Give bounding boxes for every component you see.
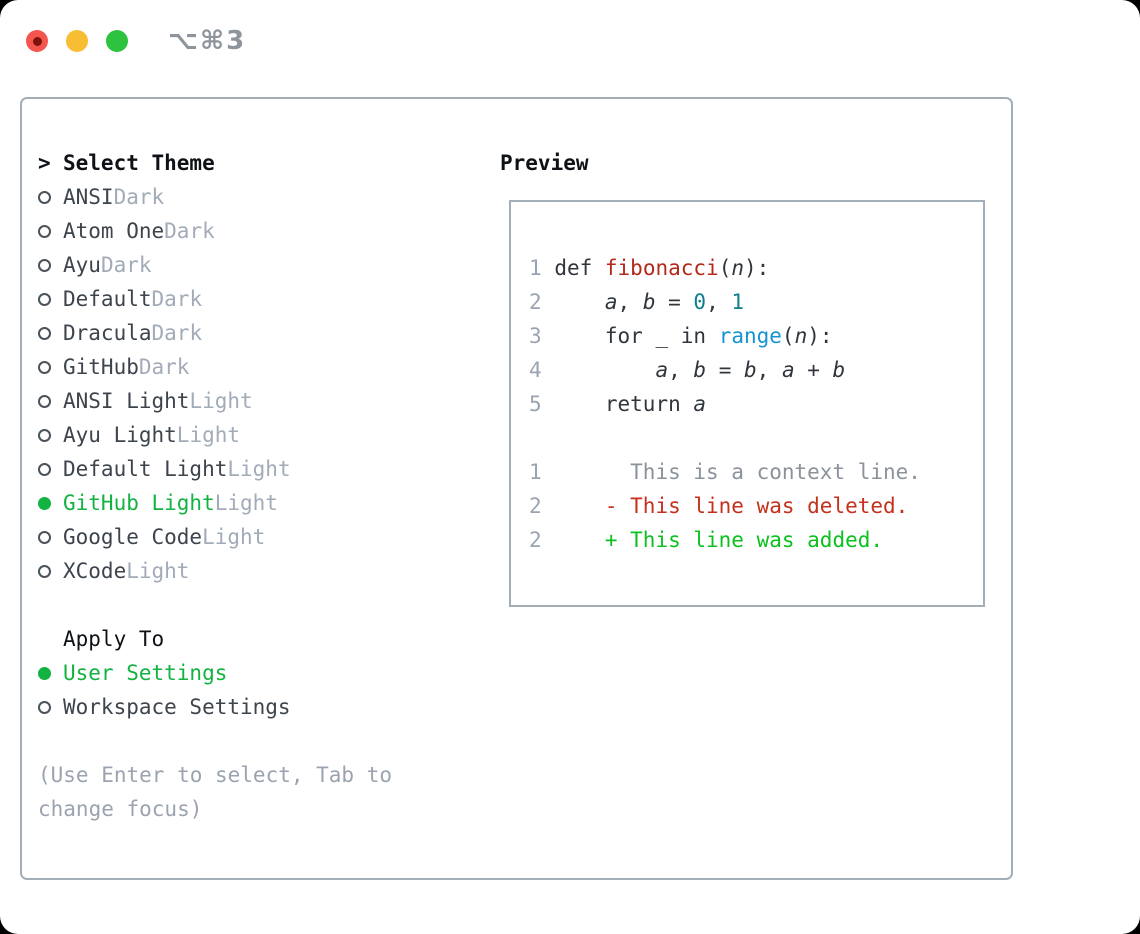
theme-variant-tag: Dark bbox=[164, 219, 215, 243]
window-title-shortcut: ⌥⌘3 bbox=[168, 26, 247, 56]
theme-option-ayu-light-light[interactable]: Ayu Light Light bbox=[38, 418, 392, 452]
theme-option-github-dark[interactable]: GitHub Dark bbox=[38, 350, 392, 384]
theme-option-ayu-dark[interactable]: Ayu Dark bbox=[38, 248, 392, 282]
radio-icon bbox=[38, 462, 51, 476]
theme-variant-tag: Light bbox=[227, 457, 291, 481]
radio-icon bbox=[38, 360, 51, 374]
theme-variant-tag: Light bbox=[176, 423, 241, 447]
apply-to-header: Apply To bbox=[38, 622, 392, 656]
theme-name: Ayu bbox=[63, 253, 101, 277]
code-line bbox=[529, 421, 983, 455]
theme-variant-tag: Dark bbox=[151, 321, 203, 345]
theme-name: Atom One bbox=[63, 219, 165, 243]
theme-name: Dracula bbox=[63, 321, 152, 345]
close-button[interactable] bbox=[26, 30, 48, 52]
section-gap bbox=[38, 588, 392, 622]
theme-name: GitHub bbox=[63, 355, 139, 379]
radio-icon bbox=[38, 258, 51, 272]
line-number: 2 bbox=[529, 290, 542, 314]
theme-name: Google Code bbox=[63, 525, 203, 549]
section-gap bbox=[38, 724, 392, 758]
radio-icon bbox=[38, 394, 51, 408]
theme-variant-tag: Light bbox=[189, 389, 253, 413]
radio-icon bbox=[38, 564, 51, 578]
theme-name: GitHub Light bbox=[63, 491, 215, 515]
theme-option-github-light-light[interactable]: GitHub Light Light bbox=[38, 486, 392, 520]
keyboard-hint-line-2: change focus) bbox=[38, 797, 203, 821]
radio-icon bbox=[38, 326, 51, 340]
apply-option-label: User Settings bbox=[63, 661, 228, 685]
radio-icon bbox=[38, 224, 51, 238]
zoom-button[interactable] bbox=[106, 30, 128, 52]
apply-option-label: Workspace Settings bbox=[63, 695, 291, 719]
theme-name: Default bbox=[63, 287, 152, 311]
select-theme-title: Select Theme bbox=[63, 151, 215, 175]
apply-to-title: Apply To bbox=[63, 627, 165, 651]
keyboard-hint-line-1: (Use Enter to select, Tab to bbox=[38, 763, 393, 787]
theme-variant-tag: Light bbox=[126, 559, 190, 583]
theme-option-default-light-light[interactable]: Default Light Light bbox=[38, 452, 392, 486]
line-number: 5 bbox=[529, 392, 542, 416]
radio-selected-icon bbox=[38, 666, 51, 680]
prompt-caret-icon: > bbox=[38, 151, 51, 175]
apply-option-workspace-settings[interactable]: Workspace Settings bbox=[38, 690, 392, 724]
minimize-button[interactable] bbox=[66, 30, 88, 52]
apply-option-user-settings[interactable]: User Settings bbox=[38, 656, 392, 690]
line-number: 2 bbox=[529, 494, 542, 518]
theme-variant-tag: Light bbox=[214, 491, 278, 515]
theme-name: ANSI bbox=[63, 185, 114, 209]
radio-icon bbox=[38, 530, 51, 544]
code-line: 2 - This line was deleted. bbox=[529, 494, 909, 518]
theme-name: XCode bbox=[63, 559, 127, 583]
radio-icon bbox=[38, 428, 51, 442]
code-line: 5 return a bbox=[529, 392, 707, 416]
theme-preview-box: 1 def fibonacci(n): 2 a, b = 0, 1 3 for _ … bbox=[509, 200, 985, 607]
code-line: 4 a, b = b, a + b bbox=[529, 358, 846, 382]
code-line: 1 This is a context line. bbox=[529, 460, 921, 484]
theme-name: Default Light bbox=[63, 457, 228, 481]
line-number: 1 bbox=[529, 256, 542, 280]
radio-selected-icon bbox=[38, 496, 51, 510]
radio-icon bbox=[38, 292, 51, 306]
theme-variant-tag: Dark bbox=[113, 185, 165, 209]
line-number: 4 bbox=[529, 358, 542, 382]
line-number: 3 bbox=[529, 324, 542, 348]
theme-option-xcode-light[interactable]: XCode Light bbox=[38, 554, 392, 588]
unsaved-dot-icon bbox=[32, 36, 42, 46]
theme-option-default-dark[interactable]: Default Dark bbox=[38, 282, 392, 316]
theme-variant-tag: Dark bbox=[151, 287, 203, 311]
select-theme-header: > Select Theme bbox=[38, 146, 392, 180]
theme-option-ansi-dark[interactable]: ANSI Dark bbox=[38, 180, 392, 214]
theme-variant-tag: Dark bbox=[138, 355, 190, 379]
theme-option-ansi-light-light[interactable]: ANSI Light Light bbox=[38, 384, 392, 418]
theme-variant-tag: Light bbox=[202, 525, 266, 549]
theme-option-google-code-light[interactable]: Google Code Light bbox=[38, 520, 392, 554]
window-titlebar[interactable]: ⌥⌘3 bbox=[26, 26, 246, 56]
code-line: 1 def fibonacci(n): bbox=[529, 256, 770, 280]
theme-option-atom-one-dark[interactable]: Atom One Dark bbox=[38, 214, 392, 248]
line-number: 1 bbox=[529, 460, 542, 484]
preview-title: Preview bbox=[500, 151, 589, 175]
theme-option-dracula-dark[interactable]: Dracula Dark bbox=[38, 316, 392, 350]
code-line: 2 + This line was added. bbox=[529, 528, 884, 552]
radio-icon bbox=[38, 700, 51, 714]
radio-icon bbox=[38, 190, 51, 204]
line-number: 2 bbox=[529, 528, 542, 552]
code-line: 2 a, b = 0, 1 bbox=[529, 290, 745, 314]
theme-variant-tag: Dark bbox=[100, 253, 152, 277]
code-line: 3 for _ in range(n): bbox=[529, 324, 833, 348]
preview-code: 1 def fibonacci(n): 2 a, b = 0, 1 3 for _ … bbox=[529, 251, 983, 557]
theme-name: ANSI Light bbox=[63, 389, 190, 413]
theme-name: Ayu Light bbox=[63, 423, 177, 447]
